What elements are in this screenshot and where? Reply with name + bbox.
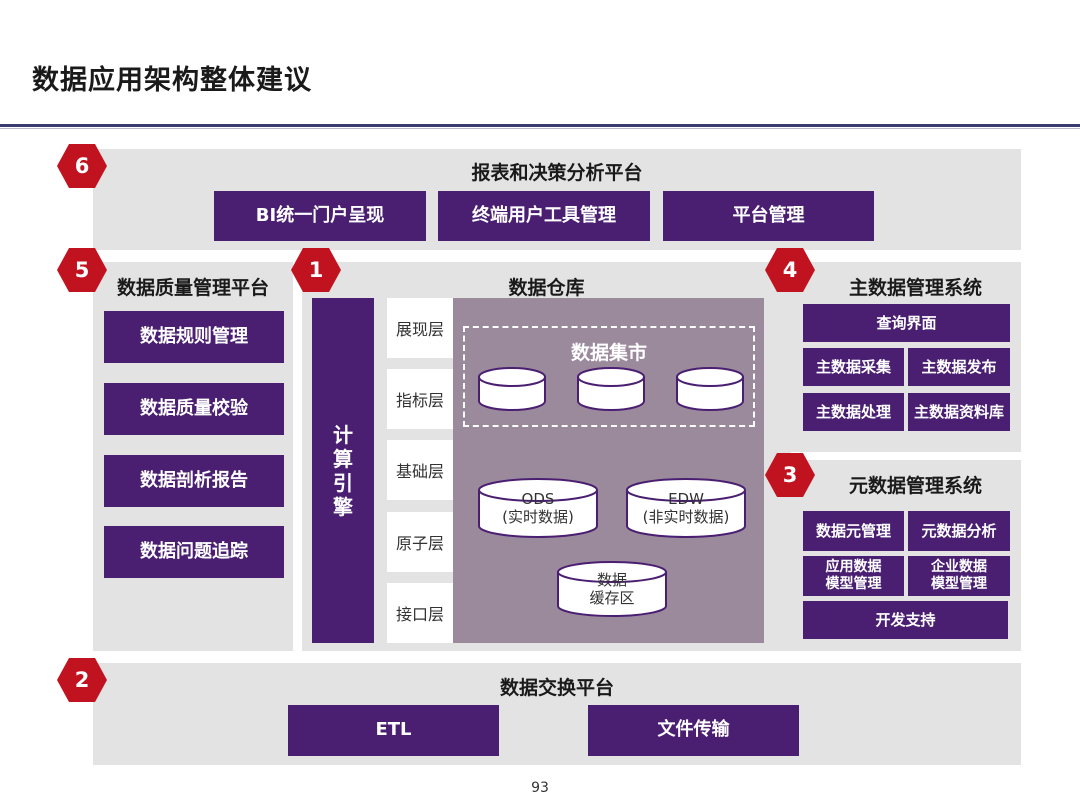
edw-cylinder-icon bbox=[626, 478, 746, 538]
page-number: 93 bbox=[531, 780, 549, 796]
badge-4: 4 bbox=[765, 248, 815, 292]
hexagon-icon bbox=[57, 144, 107, 188]
app-data-model-box: 应用数据 模型管理 bbox=[803, 556, 904, 596]
metrics-layer: 指标层 bbox=[387, 369, 453, 429]
header-rule bbox=[0, 124, 1080, 127]
master-data-collection-box: 主数据采集 bbox=[803, 348, 904, 386]
data-quality-check-box: 数据质量校验 bbox=[104, 383, 284, 435]
data-element-management-box: 数据元管理 bbox=[803, 511, 904, 551]
cache-cylinder-icon bbox=[557, 561, 667, 617]
hexagon-icon bbox=[765, 248, 815, 292]
data-rule-management-box: 数据规则管理 bbox=[104, 311, 284, 363]
badge-1-number: 1 bbox=[308, 258, 324, 282]
query-interface-box: 查询界面 bbox=[803, 304, 1010, 342]
etl-box: ETL bbox=[288, 705, 499, 756]
badge-4-number: 4 bbox=[782, 258, 798, 282]
platform-management-box: 平台管理 bbox=[663, 191, 874, 241]
badge-6: 6 bbox=[57, 144, 107, 188]
edw-name: EDW bbox=[668, 490, 704, 508]
hexagon-icon bbox=[57, 248, 107, 292]
badge-1: 1 bbox=[291, 248, 341, 292]
metadata-title: 元数据管理系统 bbox=[848, 475, 982, 497]
atomic-layer: 原子层 bbox=[387, 512, 453, 572]
data-mart-cylinder-icon bbox=[676, 367, 744, 411]
enterprise-data-model-box: 企业数据 模型管理 bbox=[908, 556, 1010, 596]
badge-3-number: 3 bbox=[782, 463, 798, 487]
master-data-processing-box: 主数据处理 bbox=[803, 393, 904, 431]
report-platform-title: 报表和决策分析平台 bbox=[471, 162, 643, 184]
cylinder-shapes bbox=[478, 367, 746, 617]
base-layer: 基础层 bbox=[387, 440, 453, 500]
ods-desc: (实时数据) bbox=[502, 508, 574, 526]
quality-platform-title: 数据质量管理平台 bbox=[116, 277, 269, 299]
master-data-publish-box: 主数据发布 bbox=[908, 348, 1010, 386]
file-transfer-box: 文件传输 bbox=[588, 705, 799, 756]
ods-name: ODS bbox=[521, 490, 555, 508]
exchange-title: 数据交换平台 bbox=[499, 677, 614, 699]
compute-engine-box: 计 算 引 擎 bbox=[312, 298, 374, 643]
interface-layer: 接口层 bbox=[387, 583, 453, 643]
cache-line2: 缓存区 bbox=[589, 589, 635, 607]
badge-5: 5 bbox=[57, 248, 107, 292]
master-data-title: 主数据管理系统 bbox=[848, 277, 982, 299]
edw-label: EDW (非实时数据) bbox=[627, 490, 745, 526]
badge-2-number: 2 bbox=[74, 668, 90, 692]
warehouse-title: 数据仓库 bbox=[508, 277, 585, 299]
badge-6-number: 6 bbox=[74, 154, 90, 178]
badge-5-number: 5 bbox=[74, 258, 90, 282]
end-user-tools-box: 终端用户工具管理 bbox=[438, 191, 650, 241]
header-rule-thin bbox=[0, 128, 1080, 129]
page-title: 数据应用架构整体建议 bbox=[32, 65, 312, 96]
data-mart-cylinder-icon bbox=[577, 367, 645, 411]
exchange-panel bbox=[93, 663, 1021, 765]
cache-line1: 数据 bbox=[596, 571, 627, 589]
hexagon-icon bbox=[57, 658, 107, 702]
data-mart-cylinder-icon bbox=[478, 367, 546, 411]
presentation-layer: 展现层 bbox=[387, 298, 453, 358]
edw-desc: (非实时数据) bbox=[642, 508, 730, 526]
ods-label: ODS (实时数据) bbox=[479, 490, 597, 526]
badge-2: 2 bbox=[57, 658, 107, 702]
master-data-repository-box: 主数据资料库 bbox=[908, 393, 1010, 431]
hexagon-icon bbox=[291, 248, 341, 292]
hexagon-icon bbox=[765, 453, 815, 497]
ods-cylinder-icon bbox=[478, 478, 598, 538]
data-mart-frame bbox=[463, 326, 755, 427]
badge-3: 3 bbox=[765, 453, 815, 497]
data-issue-tracking-box: 数据问题追踪 bbox=[104, 526, 284, 578]
cache-label: 数据 缓存区 bbox=[558, 571, 666, 607]
bi-portal-box: BI统一门户呈现 bbox=[214, 191, 426, 241]
data-profiling-report-box: 数据剖析报告 bbox=[104, 455, 284, 507]
metadata-analysis-box: 元数据分析 bbox=[908, 511, 1010, 551]
data-mart-title: 数据集市 bbox=[570, 342, 647, 364]
dev-support-box: 开发支持 bbox=[803, 601, 1008, 639]
